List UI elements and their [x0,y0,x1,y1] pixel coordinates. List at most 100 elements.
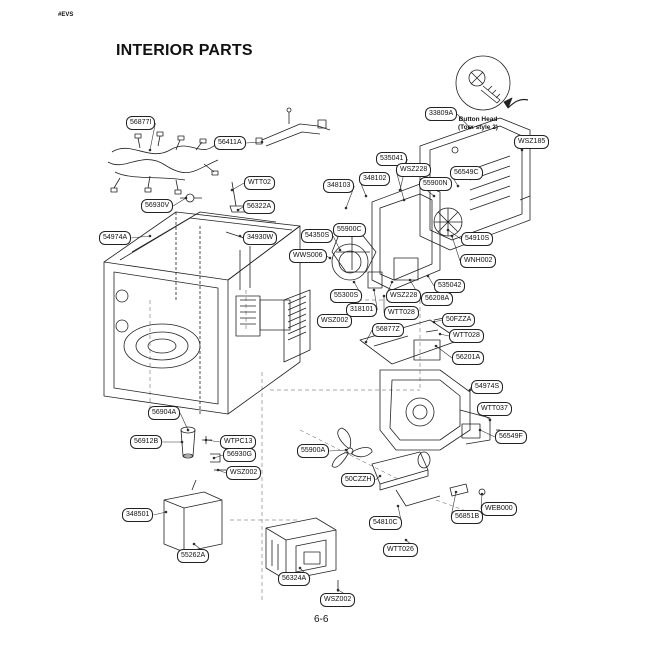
fan-motor-assembly [332,184,462,290]
callout-p46: WTT026 [383,543,418,557]
fan-blade [332,428,372,467]
leader-line [173,198,186,206]
callout-p2: 56411A [214,136,246,150]
corner-code: #EVS [58,12,74,18]
callout-p25: 318101 [346,303,378,317]
leader-line [232,183,244,190]
leader-line [452,236,460,261]
leader-line [480,430,495,437]
callout-p7: 56549C [450,166,483,180]
callout-p20: WWS006 [289,249,327,263]
page-number: 6-6 [314,614,329,625]
wire-lead [256,108,330,146]
callout-p37: 56930G [223,448,256,462]
page-title: INTERIOR PARTS [116,42,253,59]
note-line-1: Button Head [458,116,498,123]
rear-cover [420,118,530,250]
callout-p36: WTPC13 [220,435,257,449]
leader-dot [345,207,347,209]
leader-dot [391,281,393,283]
callout-p26: WTT028 [384,306,419,320]
leader-line [457,114,470,128]
callout-p33: 56904A [148,406,181,420]
leader-line [218,470,226,473]
leader-dot [457,185,459,187]
leader-dot [149,149,151,151]
callout-p15: 54974A [99,231,132,245]
leader-dot [165,511,167,513]
leader-dot [149,235,151,237]
callout-p16: 54350S [301,229,334,243]
leader-dot [231,189,233,191]
callout-p40: WSZ002 [226,466,262,480]
callout-p35: 56912B [130,435,163,449]
callout-p22: 55300S [330,289,363,303]
callout-p12: 56322A [243,200,276,214]
callout-p18: 54910S [461,232,494,246]
leader-dot [435,345,437,347]
callout-p8: 348103 [323,179,355,193]
callout-p48: 56324A [278,572,311,586]
callout-p28: 50FZZA [442,313,476,327]
thermal-cutout [180,182,252,470]
callout-p32: 54974S [471,380,504,394]
callout-p29: 56877Z [372,323,404,337]
callout-p19: WNH002 [460,254,497,268]
leader-dot [405,539,407,541]
callout-p5: 535041 [376,152,408,166]
leader-line [329,450,346,451]
leader-dot [379,475,381,477]
callout-p3: 33809A [425,107,458,121]
callout-p43: 56851B [451,510,484,524]
leader-dot [213,457,215,459]
leader-line [150,123,155,150]
callout-p6: WSZ228 [396,163,432,177]
leader-line [246,142,262,143]
leader-dot [193,543,195,545]
callout-p24: 56208A [421,292,454,306]
callout-p38: 56549F [495,430,527,444]
callout-p14: 34930W [243,231,278,245]
leader-line [436,346,452,358]
callout-p41: 50CZZH [341,473,376,487]
leader-dot [455,491,457,493]
callout-p21: 535042 [434,279,466,293]
callout-p17: 55900C [333,223,366,237]
oven-cavity [104,212,310,414]
callout-p34: WTT037 [477,402,512,416]
callout-p31: 56201A [452,351,485,365]
leader-dot [299,567,301,569]
wire-harness [108,132,218,194]
capacitor [372,452,440,506]
leader-dot [439,333,441,335]
leader-dot [365,341,367,343]
callout-p49: WSZ002 [320,593,356,607]
callout-p30: WTT028 [449,329,484,343]
leader-dot [397,505,399,507]
callout-p10: 55900N [419,177,452,191]
callout-p45: 54810C [369,516,402,530]
callout-p4: WSZ185 [514,135,550,149]
callout-p47: 55262A [177,549,210,563]
leader-line [428,276,434,286]
screw-type-note: Button Head (Torx style 2) [458,116,498,132]
magnetron [266,518,338,592]
leader-dot [365,195,367,197]
callout-p44: 348501 [122,508,154,522]
leader-dot [383,295,385,297]
leader-line [214,455,223,458]
screw-detail-callout [456,56,528,110]
leader-dot [373,289,375,291]
callout-p23: WSZ228 [386,289,422,303]
leader-dot [339,249,341,251]
leader-line [434,320,442,322]
leader-line [366,330,372,342]
leader-line [440,334,449,336]
callout-p39: 55900A [297,444,330,458]
leader-dot [329,257,331,259]
leader-dot [187,429,189,431]
callout-p42: WEB000 [481,502,517,516]
callout-p9: 348102 [359,172,391,186]
